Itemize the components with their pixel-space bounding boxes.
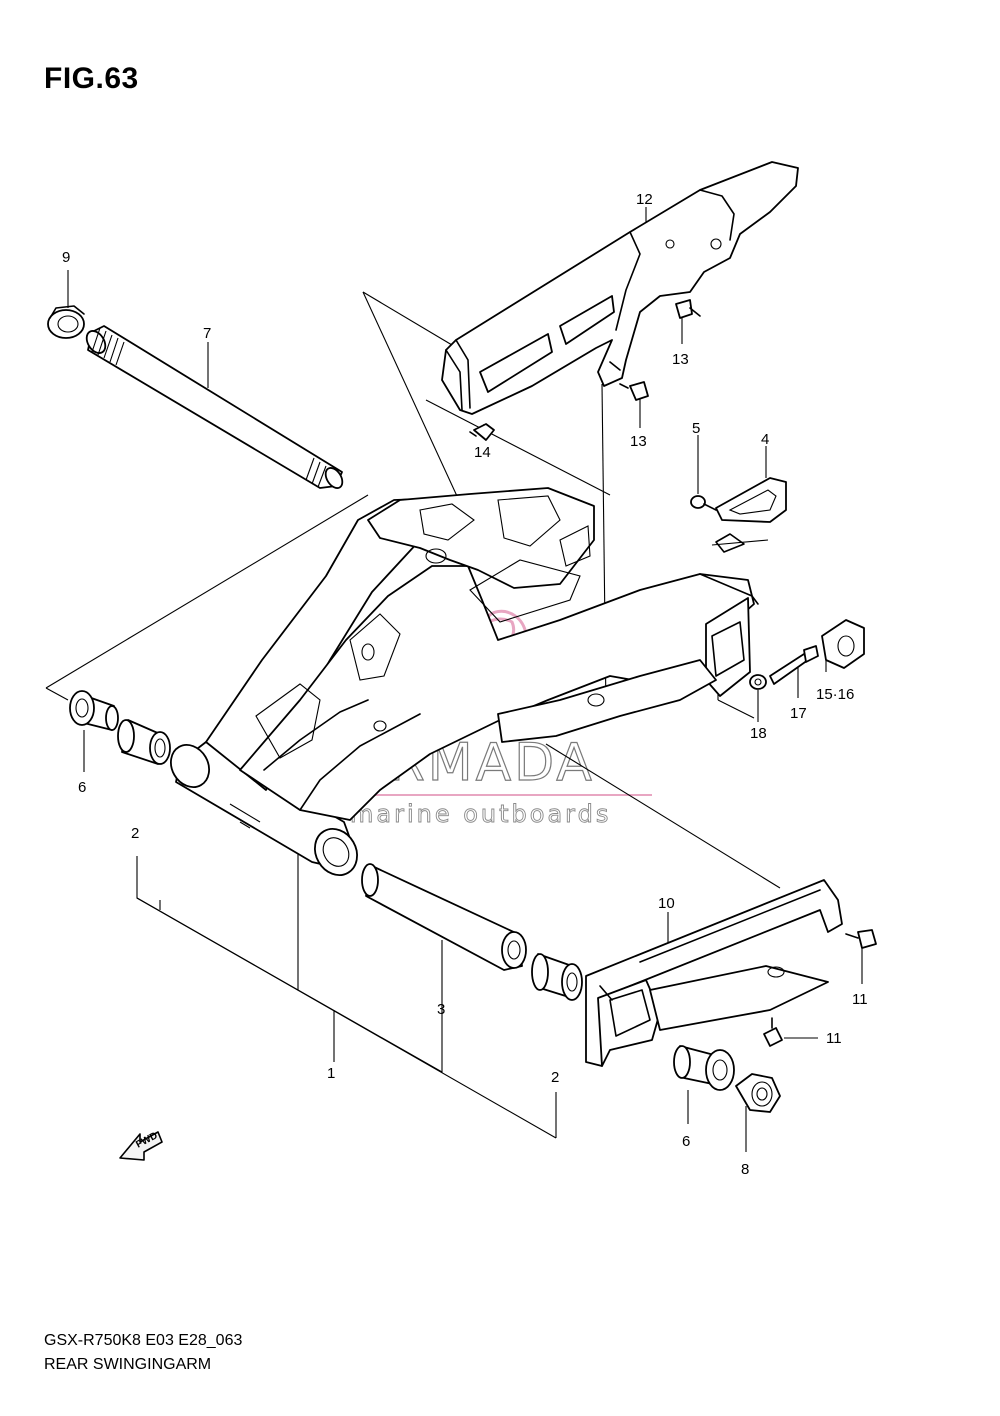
callout-6-right: 6 [682, 1133, 690, 1150]
callout-11-lower: 11 [826, 1030, 842, 1047]
part-11-bolt-lower [763, 1017, 783, 1047]
callout-18: 18 [750, 725, 767, 742]
callout-13-lower: 13 [630, 433, 647, 450]
part-15-16-chain-adjuster [821, 619, 865, 669]
callout-2-left: 2 [131, 825, 139, 842]
part-1-swingarm [170, 487, 759, 876]
part-14-clip [469, 423, 495, 441]
callout-9: 9 [62, 249, 70, 266]
callout-8: 8 [741, 1161, 749, 1178]
callout-1: 1 [327, 1065, 335, 1082]
part-10-chain-guard [585, 879, 843, 1067]
callout-4: 4 [761, 431, 769, 448]
part-12-chain-cover [441, 161, 799, 415]
callout-7: 7 [203, 325, 211, 342]
part-4-chain-buffer [715, 477, 787, 553]
callout-12: 12 [636, 191, 653, 208]
part-11-bolt-upper [845, 929, 877, 949]
callout-17: 17 [790, 705, 807, 722]
callout-numbers: 9 7 12 13 13 14 5 4 15·16 17 18 6 2 10 1… [62, 191, 868, 1178]
model-code: GSX-R750K8 E03 E28_063 [44, 1332, 243, 1349]
part-3-spacer-tube [361, 863, 527, 971]
part-18-washer [749, 674, 767, 690]
callout-14: 14 [474, 444, 491, 461]
callout-5: 5 [692, 420, 700, 437]
callout-15-16: 15·16 [816, 686, 854, 703]
part-17-adjuster-bolt [769, 645, 819, 685]
part-2-bearing-left [117, 719, 171, 765]
part-13-bolt-upper [675, 299, 701, 319]
figure-title: FIG.63 [44, 62, 139, 95]
part-7-pivot-shaft [85, 325, 344, 489]
part-8-pivot-nut [735, 1073, 781, 1113]
callout-11-upper: 11 [852, 991, 868, 1008]
fwd-arrow: FWD [119, 1130, 163, 1161]
part-6-collar-left [69, 690, 119, 731]
diagram-name: REAR SWINGINGARM [44, 1356, 212, 1373]
part-9-pivot-nut [47, 305, 85, 339]
leader-lines [45, 207, 863, 1152]
part-2-bearing-right [531, 953, 583, 1001]
callout-3: 3 [437, 1001, 445, 1018]
part-5-screw [690, 495, 717, 511]
part-6-collar-right [673, 1045, 735, 1091]
callout-6-left: 6 [78, 779, 86, 796]
part-13-bolt-lower [619, 381, 649, 401]
callout-13-upper: 13 [672, 351, 689, 368]
watermark-tagline: marine outboards [350, 800, 611, 828]
callout-2-right: 2 [551, 1069, 559, 1086]
callout-10: 10 [658, 895, 675, 912]
